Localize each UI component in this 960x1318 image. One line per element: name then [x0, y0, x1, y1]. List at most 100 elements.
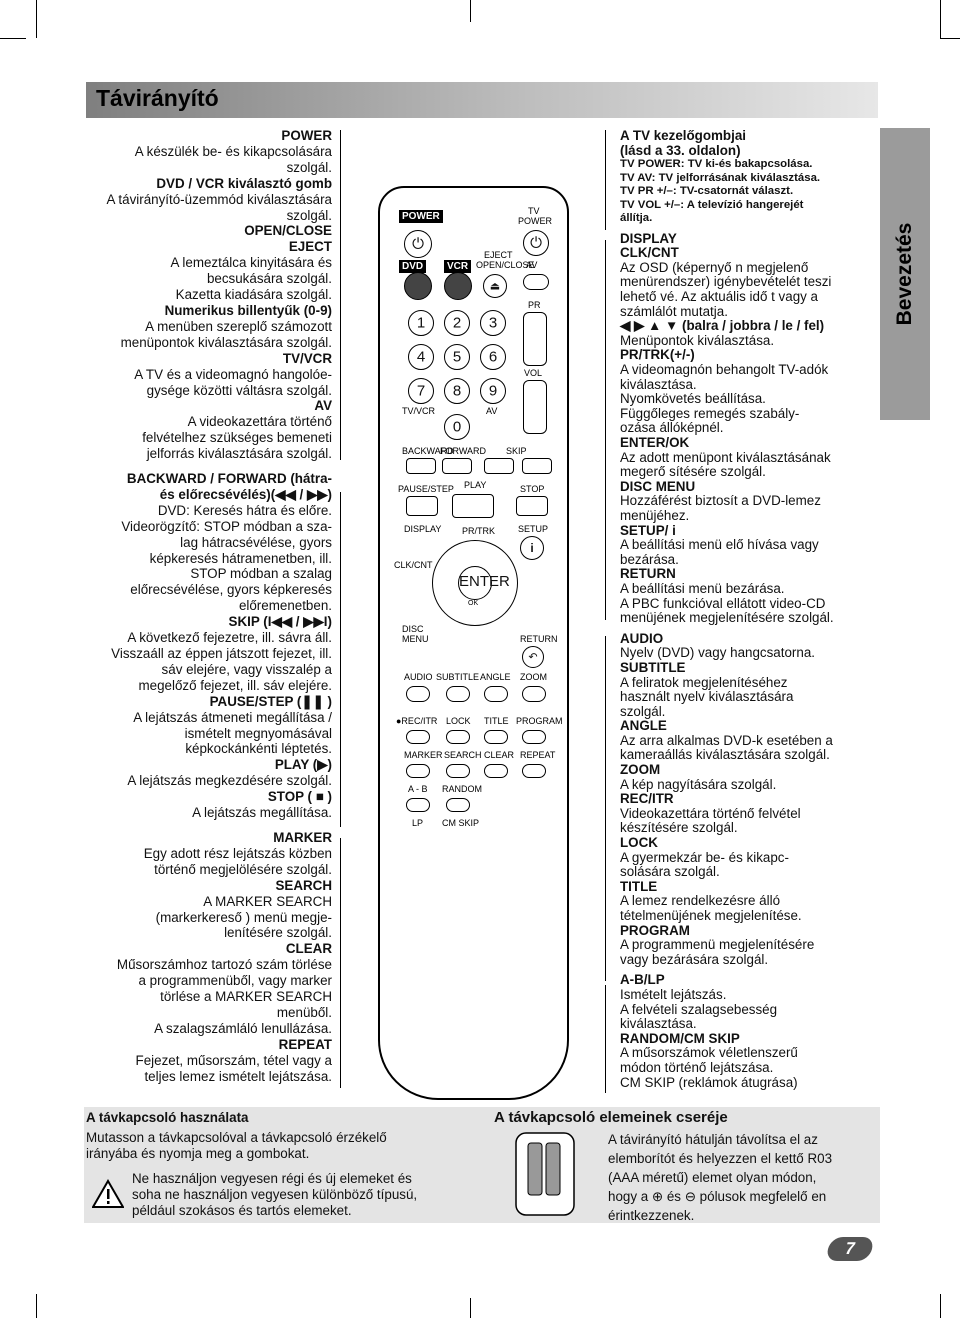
num-3-button[interactable]: 3 — [480, 310, 506, 336]
eject-label: EJECT — [484, 250, 513, 260]
bottom-panel: A távkapcsoló használata Mutasson a távk… — [84, 1107, 880, 1223]
right-description-line: A gyermekzár be- és kikapc- — [620, 849, 789, 865]
right-description-line: SUBTITLE — [620, 659, 686, 675]
left-description-line: SEARCH — [275, 877, 332, 893]
skip-prev-button[interactable] — [484, 458, 514, 474]
left-description-line: a programmenüből, vagy marker — [138, 973, 332, 989]
num-6-button[interactable]: 6 — [480, 344, 506, 370]
forward-button[interactable] — [442, 458, 472, 474]
tv-power-label: POWER — [518, 216, 553, 226]
stop-button[interactable] — [516, 496, 548, 516]
left-description-line: TV/VCR — [282, 350, 332, 366]
right-description-line: ◀ ▶ ▲ ▼ (balra / jobbra / le / fel) — [620, 318, 825, 334]
rec-button[interactable] — [406, 730, 430, 744]
tv-pr-rocker[interactable] — [523, 312, 547, 366]
play-label: PLAY — [464, 480, 487, 490]
ab-label: A - B — [408, 784, 428, 794]
clear-label: CLEAR — [484, 750, 515, 760]
repeat-button[interactable] — [522, 764, 546, 778]
subtitle-label: SUBTITLE — [436, 672, 480, 682]
vcr-button[interactable] — [444, 272, 472, 300]
right-description-line: Az OSD (képernyő n megjelenő — [620, 259, 809, 275]
setup-button[interactable]: i — [520, 536, 544, 560]
audio-button[interactable] — [406, 686, 430, 702]
num-5-button[interactable]: 5 — [444, 344, 470, 370]
left-description-line: jelforrás kiválasztására szolgál. — [146, 446, 332, 462]
leader-bracket — [340, 492, 341, 827]
setup-label: SETUP — [518, 524, 549, 534]
right-description-line: TV AV: TV jelforrásának kiválasztása. — [620, 171, 821, 184]
return-button[interactable]: ↶ — [522, 646, 544, 668]
num-label: 2 — [452, 314, 462, 332]
title-button[interactable] — [484, 730, 508, 744]
left-description-line: A lemeztálca kinyitására és — [170, 255, 332, 271]
num-9-button[interactable]: 9 — [480, 378, 506, 404]
tv-power-button[interactable]: ⏻ — [523, 230, 549, 256]
angle-label: ANGLE — [480, 672, 511, 682]
tv-av-button[interactable] — [523, 274, 549, 290]
left-description-line: OPEN/CLOSE — [244, 223, 332, 239]
leader-bracket — [605, 130, 606, 230]
left-description-line: A szalagszámláló lenullázása. — [154, 1020, 332, 1036]
right-description-line: (lásd a 33. oldalon) — [620, 142, 741, 158]
left-description-line: BACKWARD / FORWARD (hátra- — [126, 471, 332, 487]
backward-button[interactable] — [406, 458, 436, 474]
num-0-button[interactable]: 0 — [444, 414, 470, 440]
right-description-line: A programmenü megjelenítésére — [620, 937, 815, 953]
right-description-line: A műsorszámok véletlenszerű — [620, 1045, 798, 1061]
program-button[interactable] — [522, 730, 546, 744]
zoom-button[interactable] — [522, 686, 546, 702]
dvd-label: DVD — [399, 260, 427, 273]
num-2-button[interactable]: 2 — [444, 310, 470, 336]
left-description-line: gysége közötti váltásra szolgál. — [146, 382, 332, 398]
enter-label: ENTER — [459, 574, 510, 589]
pr-label: PR — [528, 300, 541, 310]
cmskip-label: CM SKIP — [442, 818, 480, 828]
left-description-line: teljes lemez ismételt lejátszása. — [144, 1068, 332, 1084]
num-4-button[interactable]: 4 — [408, 344, 434, 370]
lock-button[interactable] — [446, 730, 470, 744]
clear-button[interactable] — [484, 764, 508, 778]
left-description-line: POWER — [281, 128, 332, 143]
num-7-button[interactable]: 7 — [408, 378, 434, 404]
right-description-line: PROGRAM — [620, 922, 690, 938]
search-button[interactable] — [446, 764, 470, 778]
right-description-line: menürendszer) igénybevételét teszi — [620, 274, 832, 290]
power-button[interactable]: ⏻ — [404, 230, 432, 258]
right-description-line: RANDOM/CM SKIP — [620, 1030, 740, 1046]
vol-label: VOL — [524, 368, 543, 378]
left-description-line: szolgál. — [286, 159, 332, 175]
left-description-line: DVD / VCR kiválasztó gomb — [156, 175, 332, 191]
pausestep-label: PAUSE/STEP — [398, 484, 454, 494]
skip-next-button[interactable] — [522, 458, 552, 474]
random-button[interactable] — [446, 798, 470, 812]
title-label: TITLE — [484, 716, 509, 726]
num-1-button[interactable]: 1 — [408, 310, 434, 336]
ab-button[interactable] — [406, 798, 430, 812]
left-description-line: PAUSE/STEP (❚❚ ) — [209, 693, 332, 709]
right-description-line: solására szolgál. — [620, 864, 720, 880]
pause-button[interactable] — [406, 496, 438, 516]
right-description-line: Az arra alkalmas DVD-k esetében a — [620, 732, 833, 748]
right-description-line: kameraállás kiválasztására szolgál. — [620, 747, 830, 763]
right-description-line: SETUP/ i — [620, 522, 676, 538]
angle-button[interactable] — [484, 686, 508, 702]
dvd-button[interactable] — [404, 272, 432, 300]
play-button[interactable] — [452, 494, 494, 518]
right-description-line: A kép nagyítására szolgál. — [620, 776, 777, 792]
right-description-line: menüjének megjelenítésére szolgál. — [620, 610, 834, 626]
right-description-line: Hozzáférést biztosít a DVD-lemez — [620, 493, 821, 509]
marker-button[interactable] — [406, 764, 430, 778]
eject-button[interactable]: ⏏ — [483, 274, 507, 298]
tv-vol-rocker[interactable] — [523, 380, 547, 434]
subtitle-button[interactable] — [446, 686, 470, 702]
left-description-line: A menüben szereplő számozott — [145, 318, 332, 334]
power-icon: ⏻ — [530, 234, 542, 252]
right-description-line: A PBC funkcióval ellátott video-CD — [620, 595, 826, 611]
right-description-line: tételmenüjének megjelenítése. — [620, 908, 802, 923]
right-description-line: megerő sítésére szolgál. — [620, 464, 766, 480]
enter-ok-button[interactable]: ENTER — [458, 566, 510, 600]
num-8-button[interactable]: 8 — [444, 378, 470, 404]
leader-bracket — [340, 130, 341, 460]
left-description-line: felvételhez szükséges bemeneti — [142, 430, 332, 446]
